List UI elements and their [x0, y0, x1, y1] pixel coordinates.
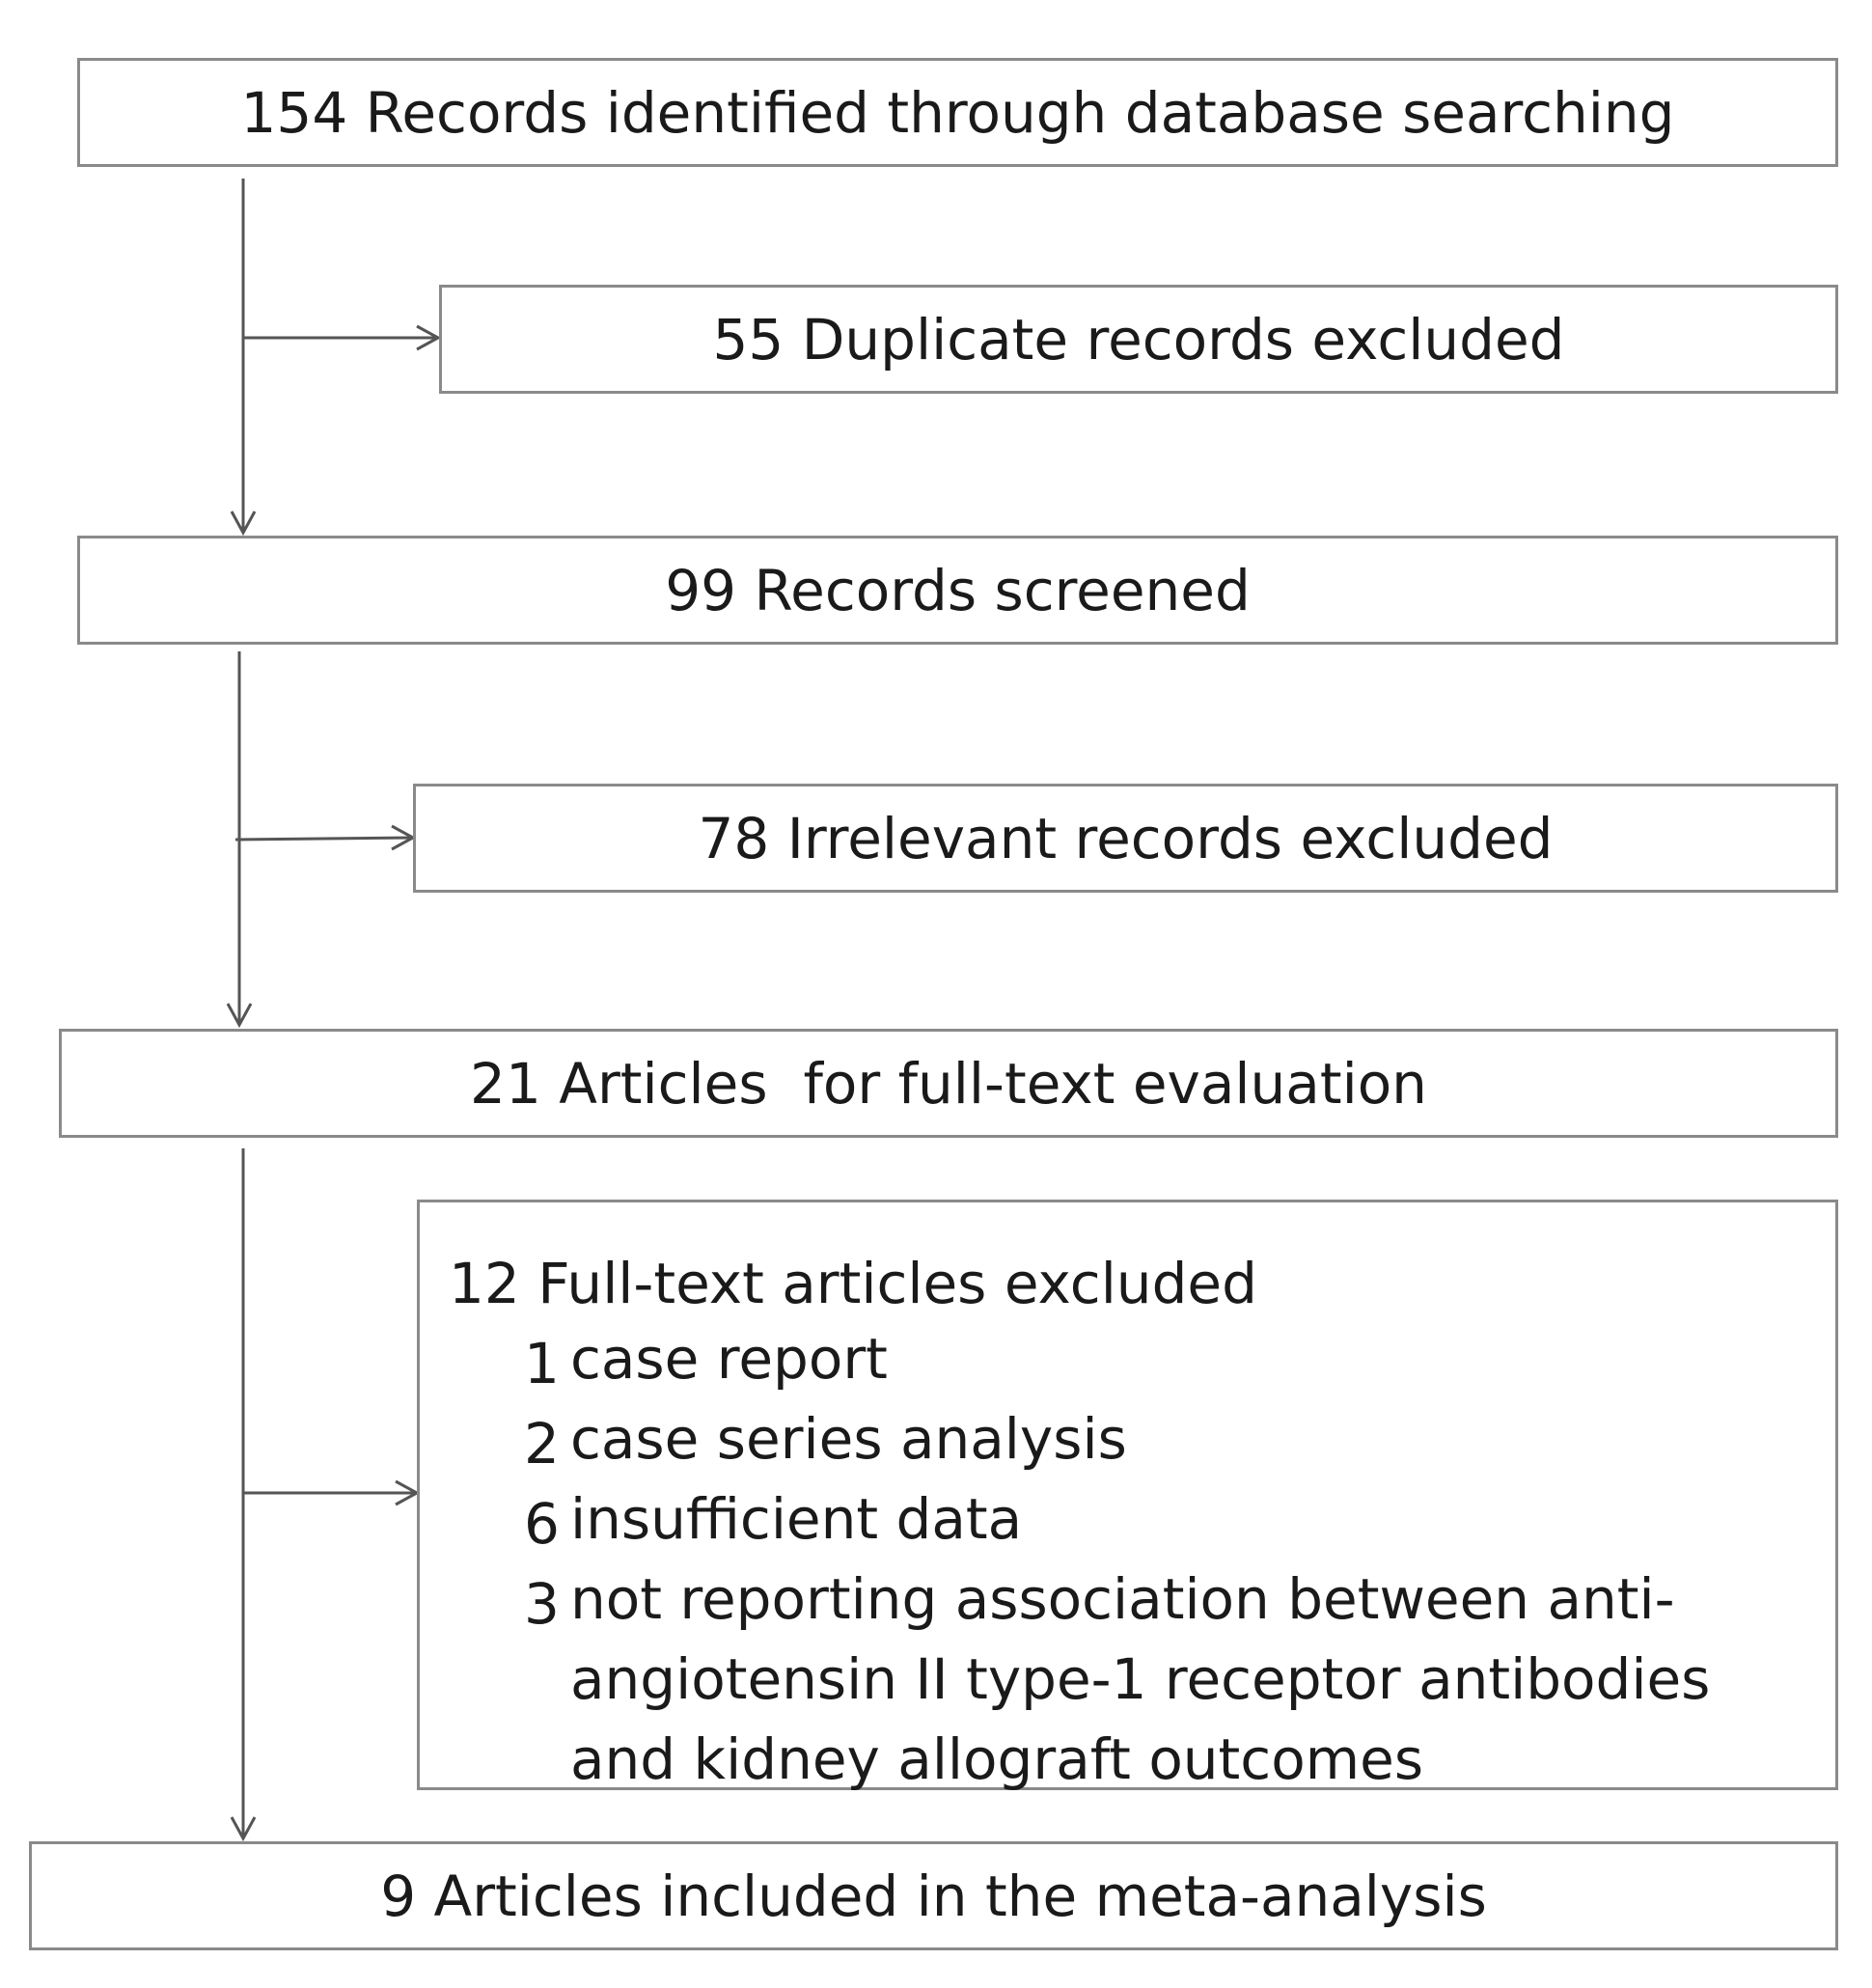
arrowhead-duplicates	[416, 324, 442, 351]
irrelevant-excluded-text: 78 Irrelevant records excluded	[698, 805, 1554, 871]
records-identified-box: 154 Records identified through database …	[77, 58, 1838, 167]
arrowhead-included	[230, 1816, 257, 1842]
reason-text: not reporting association between anti-a…	[570, 1566, 1711, 1792]
irrelevant-excluded-box: 78 Irrelevant records excluded	[413, 784, 1838, 893]
fulltext-evaluation-box: 21 Articles for full-text evaluation	[59, 1029, 1838, 1138]
arrowhead-fulltext	[226, 1003, 253, 1029]
excluded-title: 12 Full-text articles excluded	[449, 1251, 1257, 1316]
reason-count: 2	[524, 1411, 560, 1477]
reason-count: 3	[524, 1571, 560, 1637]
articles-included-box: 9 Articles included in the meta-analysis	[29, 1841, 1838, 1950]
articles-included-text: 9 Articles included in the meta-analysis	[380, 1863, 1487, 1929]
reason-count: 6	[524, 1491, 560, 1557]
reason-text: insufficient data	[570, 1486, 1023, 1552]
records-screened-text: 99 Records screened	[665, 557, 1251, 623]
duplicates-excluded-text: 55 Duplicate records excluded	[712, 306, 1565, 373]
arrow-to-irrelevant	[234, 836, 414, 842]
duplicates-excluded-box: 55 Duplicate records excluded	[439, 285, 1838, 394]
reason-text: case series analysis	[570, 1406, 1127, 1472]
fulltext-evaluation-text: 21 Articles for full-text evaluation	[470, 1050, 1427, 1117]
arrowhead-screened	[230, 511, 257, 537]
reason-count: 1	[524, 1331, 560, 1396]
reason-text: case report	[570, 1326, 888, 1392]
records-screened-box: 99 Records screened	[77, 536, 1838, 645]
records-identified-text: 154 Records identified through database …	[240, 79, 1675, 146]
